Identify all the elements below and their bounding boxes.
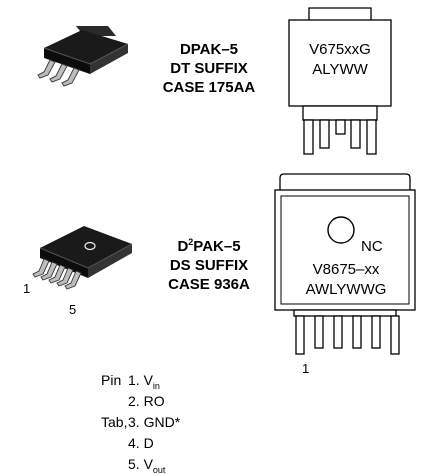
d2pak-suffix: DS SUFFIX xyxy=(169,257,249,274)
dpak-suffix: DT SUFFIX xyxy=(170,60,248,77)
pinout-row-2: 2. RO xyxy=(0,391,442,412)
pinout-row-3: Tab, 3. GND* xyxy=(0,412,442,433)
dpak-marking-diagram xyxy=(288,7,392,155)
d2pak-3d-pin1-label: 1 xyxy=(23,281,31,296)
d2pak-3d-package-illustration xyxy=(32,226,133,290)
pinout-row-4: 4. D xyxy=(0,433,442,454)
pin-3-text: 3. GND* xyxy=(128,414,181,430)
tab-word: Tab, xyxy=(101,414,128,430)
pin-4-text: 4. D xyxy=(128,435,154,451)
d2pak-3d-pin5-label: 5 xyxy=(69,302,77,317)
d2pak-case: CASE 936A xyxy=(168,276,250,293)
d2pak-marking-nc: NC xyxy=(361,238,383,255)
dpak-3d-package-illustration xyxy=(37,26,129,87)
pin-word: Pin xyxy=(101,372,122,388)
d2pak-marking-line2: AWLYWWG xyxy=(305,281,387,298)
d2pak-front-pin1-label: 1 xyxy=(302,361,310,376)
dpak-name: DPAK–5 xyxy=(179,41,239,58)
pinout-row-5: 5. Vout xyxy=(0,454,442,475)
dpak-case: CASE 175AA xyxy=(162,79,256,96)
d2pak-marking-diagram xyxy=(274,173,416,355)
dpak-package-label: DPAK–5 DT SUFFIX CASE 175AA xyxy=(139,40,279,97)
d2pak-package-label: D2PAK–5 DS SUFFIX CASE 936A xyxy=(139,237,279,294)
pin-5-text: 5. Vout xyxy=(128,456,166,475)
pinout-list: Pin 1. Vin 2. RO Tab, 3. GND* 4. D 5. Vo… xyxy=(0,370,442,475)
dpak-marking-line2: ALYWW xyxy=(312,61,368,78)
pin-1-text: 1. Vin xyxy=(128,372,160,391)
d2pak-name: D2PAK–5 xyxy=(177,237,241,256)
dpak-marking-line1: V675xxG xyxy=(309,41,371,58)
pinout-row-1: Pin 1. Vin xyxy=(0,370,442,391)
d2pak-marking-line1: V8675–xx xyxy=(312,261,380,278)
pin-2-text: 2. RO xyxy=(128,393,165,409)
